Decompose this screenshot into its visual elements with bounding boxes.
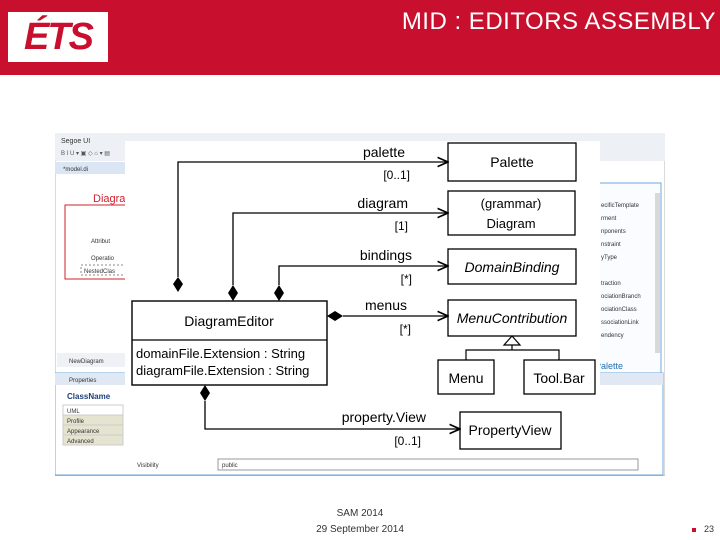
class-menu bbox=[437, 359, 495, 395]
bg-palette-item: traction bbox=[601, 281, 621, 287]
bg-props-tab: Advanced bbox=[67, 439, 94, 445]
bg-props-tab: UML bbox=[67, 409, 80, 415]
attr-domain-file-extension: domainFile.Extension : String bbox=[136, 346, 305, 361]
class-toolbar bbox=[523, 359, 596, 395]
bg-new-diagram: NewDiagram bbox=[69, 359, 104, 365]
bg-tab-model: *model.di bbox=[63, 167, 88, 173]
class-toolbar-name: Tool.Bar bbox=[533, 370, 585, 386]
class-diagram-stereotype: (grammar) bbox=[481, 196, 542, 211]
footer-date: 29 September 2014 bbox=[316, 524, 404, 535]
bg-left-item-2: Operatio bbox=[91, 256, 115, 262]
bg-left-item-3: NestedClas bbox=[84, 269, 115, 275]
bg-palette-item: endency bbox=[601, 333, 624, 339]
class-diagram-editor bbox=[131, 300, 328, 386]
footer-conference: SAM 2014 bbox=[336, 508, 384, 519]
class-diagram bbox=[447, 190, 576, 236]
bg-palette-footer: Palette bbox=[595, 361, 623, 371]
bg-palette-item: yType bbox=[601, 255, 618, 261]
assoc-line-diagram bbox=[232, 213, 448, 285]
composition-diamond-property-view bbox=[200, 385, 210, 401]
bg-palette-item: nstraint bbox=[601, 242, 621, 248]
generalization-triangle bbox=[502, 335, 522, 346]
ets-logo: ÉTS bbox=[8, 12, 108, 62]
bg-left-item-1: Attribut bbox=[91, 239, 110, 245]
bg-visibility-value: public bbox=[222, 463, 238, 469]
class-menu-contribution-name: MenuContribution bbox=[457, 310, 568, 326]
bg-palette-item: ecificTemplate bbox=[601, 203, 640, 209]
bg-props-title: Properties bbox=[69, 378, 96, 384]
bg-palette-item: nponents bbox=[601, 229, 626, 235]
mult-bindings: [*] bbox=[401, 272, 412, 286]
page-number: 23 bbox=[703, 524, 714, 534]
bg-font-combo: Segoe UI bbox=[61, 138, 90, 145]
page-bullet bbox=[692, 528, 696, 532]
class-domain-binding bbox=[447, 248, 577, 285]
assoc-line-palette bbox=[177, 162, 448, 277]
composition-diamond-menus bbox=[327, 311, 343, 321]
uml-overlay-bg bbox=[125, 141, 600, 453]
mult-diagram: [1] bbox=[395, 219, 408, 233]
mult-property-view: [0..1] bbox=[394, 434, 421, 448]
composition-diamond-diagram bbox=[228, 285, 238, 301]
role-property-view: property.View bbox=[342, 409, 427, 425]
mult-menus: [*] bbox=[400, 322, 411, 336]
bg-palette-item: ociationBranch bbox=[601, 294, 641, 300]
class-domain-binding-name: DomainBinding bbox=[465, 259, 560, 275]
role-menus: menus bbox=[365, 297, 407, 313]
slide-title: MID : EDITORS ASSEMBLY bbox=[401, 8, 716, 35]
bg-palette-item: rment bbox=[601, 216, 617, 222]
header-bar: ÉTS MID : EDITORS ASSEMBLY bbox=[0, 0, 720, 75]
bg-toolbar-glyphs: B I U ▾ ▣ ◇ ⌂ ▾ ▤ bbox=[61, 151, 110, 157]
bg-visibility-label: Visibility bbox=[137, 463, 159, 469]
class-property-view bbox=[459, 411, 562, 450]
role-palette: palette bbox=[363, 144, 405, 160]
logo-text: ÉTS bbox=[24, 15, 94, 58]
class-palette bbox=[447, 142, 577, 182]
composition-diamond-bindings bbox=[274, 285, 284, 301]
attr-diagram-file-extension: diagramFile.Extension : String bbox=[136, 363, 309, 378]
role-diagram: diagram bbox=[357, 195, 408, 211]
bg-props-tab: Appearance bbox=[67, 429, 100, 435]
bg-props-header: ClassName bbox=[67, 392, 111, 401]
mult-palette: [0..1] bbox=[383, 168, 410, 182]
class-menu-name: Menu bbox=[448, 370, 483, 386]
composition-diamond-palette bbox=[173, 277, 183, 292]
bg-props-tab: Profile bbox=[67, 419, 85, 425]
assoc-line-property-view bbox=[204, 401, 460, 429]
bg-canvas-label: Diagra bbox=[93, 193, 126, 205]
generalization-lines bbox=[465, 345, 560, 360]
class-property-view-name: PropertyView bbox=[468, 422, 552, 438]
class-diagram-name: Diagram bbox=[486, 216, 535, 231]
bg-palette-item: ssociationLink bbox=[601, 320, 640, 326]
assoc-line-bindings bbox=[278, 266, 448, 285]
class-palette-name: Palette bbox=[490, 154, 534, 170]
uml-diagram-screenshot: Segoe UI B I U ▾ ▣ ◇ ⌂ ▾ ▤ *model.di Dia… bbox=[55, 133, 665, 476]
class-diagram-editor-name: DiagramEditor bbox=[184, 313, 274, 329]
bg-palette-item: ociationClass bbox=[601, 307, 637, 313]
role-bindings: bindings bbox=[360, 247, 412, 263]
